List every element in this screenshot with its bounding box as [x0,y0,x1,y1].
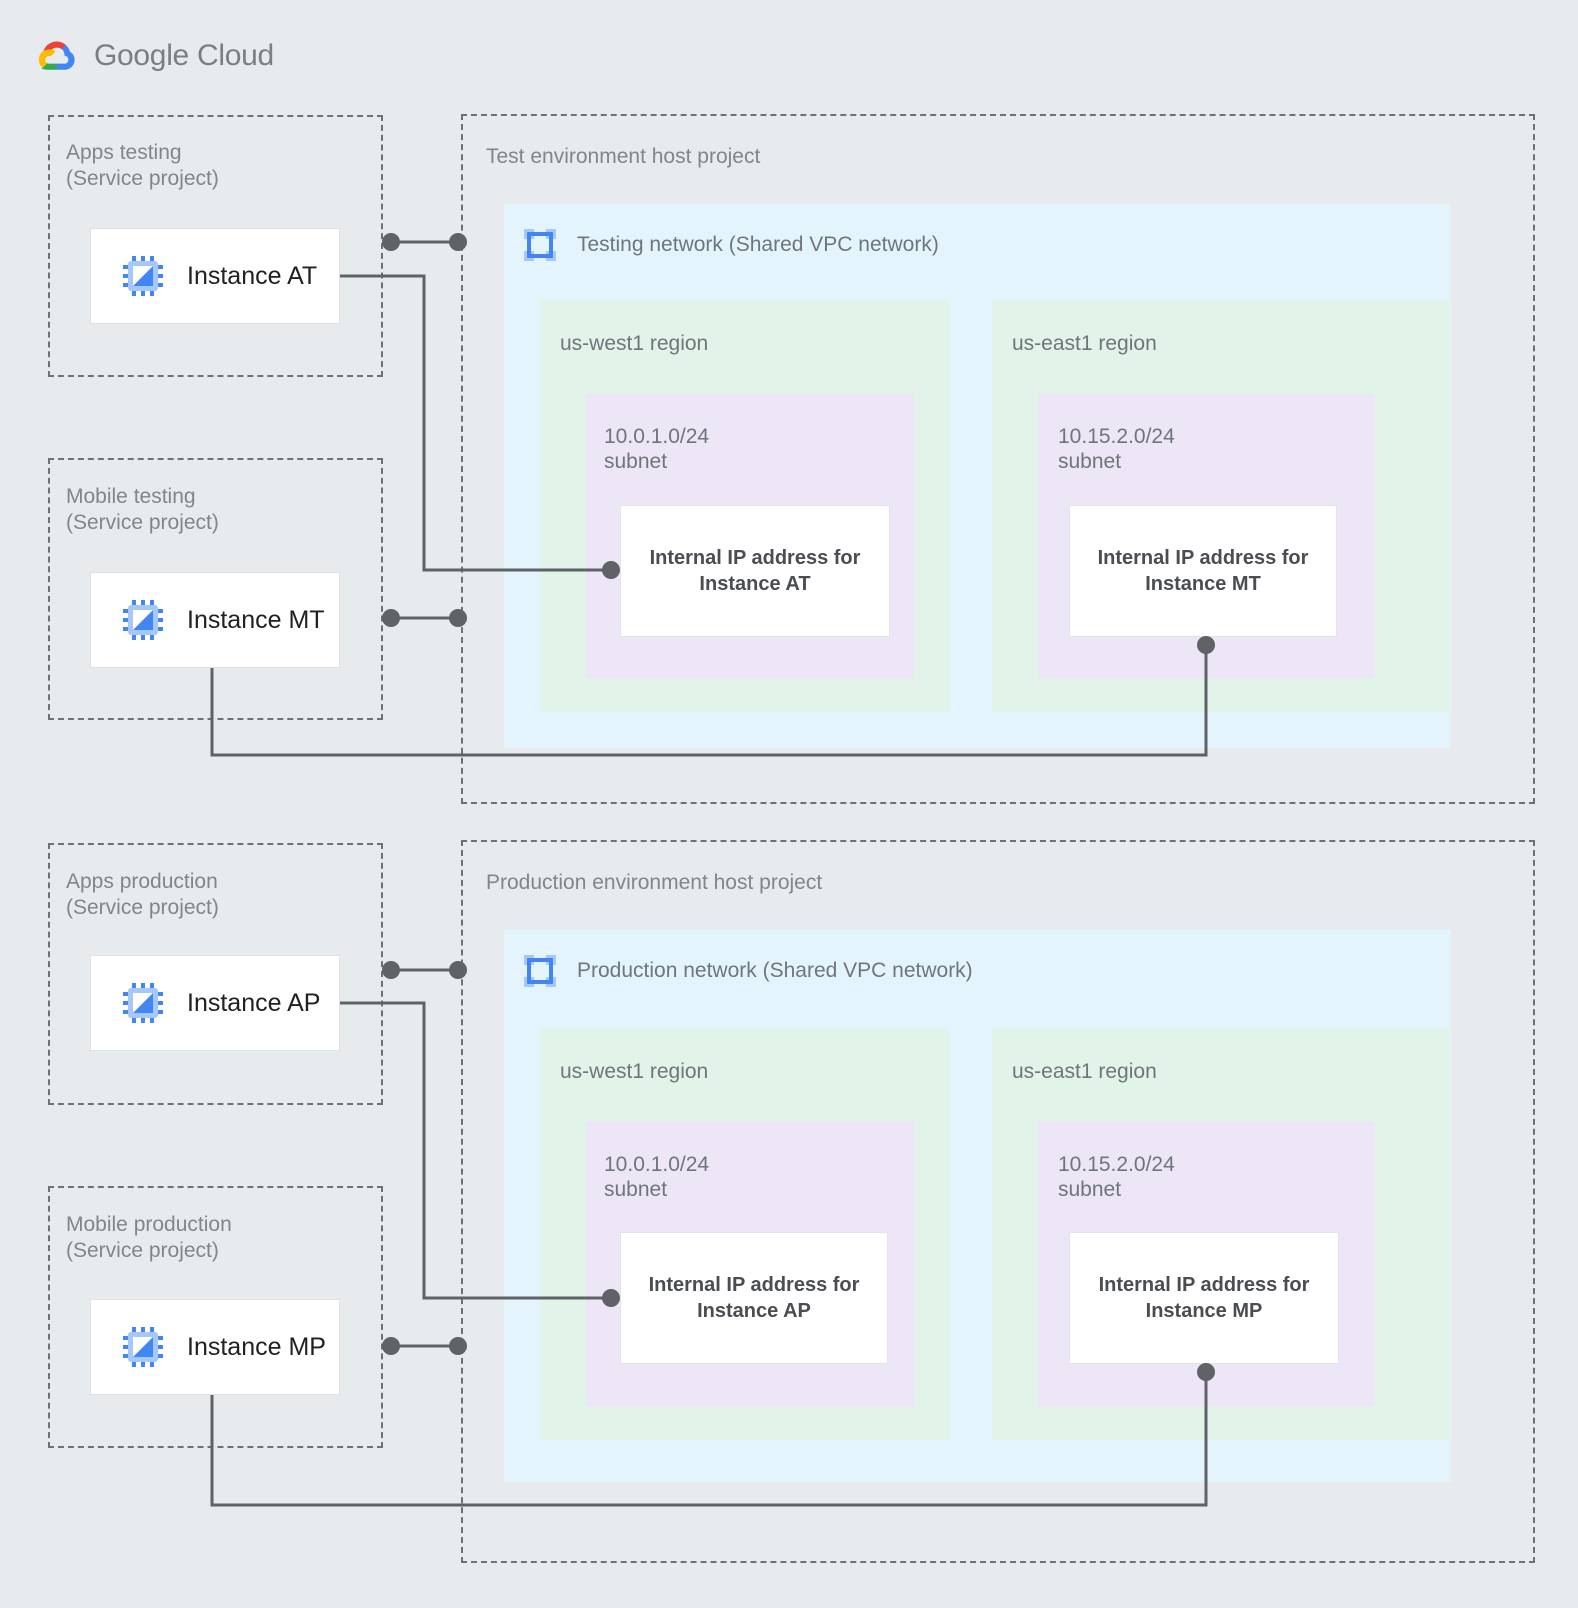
ip-card-instance-mp[interactable]: Internal IP address for Instance MP [1069,1232,1339,1364]
instance-label-mt: Instance MT [187,605,325,634]
ip-card-instance-mt-text: Internal IP address for Instance MT [1097,547,1309,595]
instance-label-mp: Instance MP [187,1332,326,1361]
instance-label-at: Instance AT [187,261,318,290]
host-project-test-environment-label: Test environment host project [486,145,761,168]
instance-card-ap[interactable]: Instance AP [90,955,340,1051]
brand-wordmark: Google Cloud [94,39,274,73]
instance-label-ap: Instance AP [187,988,321,1017]
connector-mp-attachment [382,1337,467,1355]
vm-instance-icon [123,1327,163,1367]
ip-card-instance-ap-text: Internal IP address for Instance AP [648,1274,860,1322]
vpc-network-icon [524,229,556,261]
vpc-network-testing-header: Testing network (Shared VPC network) [521,226,939,264]
vm-instance-icon [123,256,163,296]
vpc-network-production-title: Production network (Shared VPC network) [577,959,973,982]
brand-word-cloud: Cloud [197,39,274,72]
google-cloud-logo-icon [38,41,75,70]
google-cloud-brand: Google Cloud [32,34,274,78]
region-prod-us-east1-label: us-east1 region [1012,1060,1157,1083]
ip-card-instance-ap[interactable]: Internal IP address for Instance AP [620,1232,888,1364]
host-project-production-environment-label: Production environment host project [486,871,823,894]
subnet-prod-us-west1-label: 10.0.1.0/24 subnet [604,1153,710,1201]
region-test-us-west1-label: us-west1 region [560,332,709,355]
instance-card-at[interactable]: Instance AT [90,228,340,324]
vm-instance-icon [123,983,163,1023]
service-project-apps-production-label: Apps production (Service project) [66,870,219,919]
connector-ap-attachment [382,961,467,979]
ip-card-instance-mp-text: Internal IP address for Instance MP [1098,1274,1310,1322]
ip-card-instance-mt[interactable]: Internal IP address for Instance MT [1069,505,1337,637]
subnet-prod-us-east1-label: 10.15.2.0/24 subnet [1058,1153,1175,1201]
instance-card-mt[interactable]: Instance MT [90,572,340,668]
connector-mt-attachment [382,609,467,627]
service-project-apps-testing-label: Apps testing (Service project) [66,141,219,190]
instance-card-mp[interactable]: Instance MP [90,1299,340,1395]
ip-card-instance-at[interactable]: Internal IP address for Instance AT [620,505,890,637]
region-prod-us-west1-label: us-west1 region [560,1060,709,1083]
brand-word-google: Google [94,39,189,72]
subnet-test-us-east1-label: 10.15.2.0/24 subnet [1058,425,1175,473]
service-project-mobile-production-label: Mobile production (Service project) [66,1213,232,1262]
connector-at-attachment [382,233,467,251]
vm-instance-icon [123,600,163,640]
vpc-network-production-header: Production network (Shared VPC network) [521,952,973,990]
vpc-network-testing-title: Testing network (Shared VPC network) [577,233,939,256]
vpc-network-icon [524,955,556,987]
ip-card-instance-at-text: Internal IP address for Instance AT [649,547,861,595]
service-project-mobile-testing-label: Mobile testing (Service project) [66,485,219,534]
region-test-us-east1-label: us-east1 region [1012,332,1157,355]
subnet-test-us-west1-label: 10.0.1.0/24 subnet [604,425,710,473]
